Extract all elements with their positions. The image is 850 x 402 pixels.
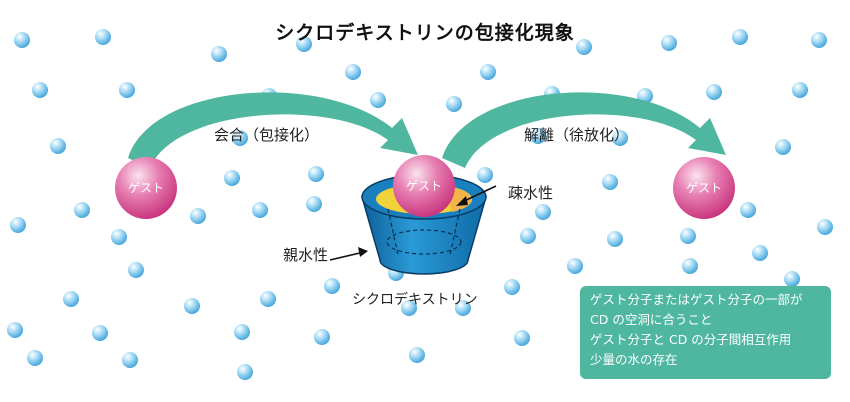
water-droplet [370,92,386,108]
water-droplet [14,32,30,48]
water-droplet [224,170,240,186]
info-line-4: 少量の水の存在 [590,352,678,367]
water-droplet [401,300,417,316]
water-droplet [234,324,250,340]
water-droplet [602,174,618,190]
water-droplet [74,202,90,218]
hydrophilic-label: 親水性 [283,246,329,264]
water-droplet [775,139,791,155]
guest-label-right: ゲスト [686,181,722,195]
water-droplet [184,298,200,314]
water-droplet [480,64,496,80]
water-droplet [567,258,583,274]
water-droplet [607,231,623,247]
water-droplet [740,202,756,218]
hydrophilic-pointer [329,251,365,261]
water-droplet [345,64,361,80]
water-droplet [63,291,79,307]
cyclodextrin-label: シクロデキストリン [352,292,478,308]
water-droplet [122,352,138,368]
water-droplet [520,228,536,244]
water-droplet [530,128,546,144]
water-droplet [706,84,722,100]
info-line-3: ゲスト分子と CD の分子間相互作用 [590,332,792,347]
guest-label-left: ゲスト [128,181,164,195]
guest-molecule-right: ゲスト [673,157,735,219]
water-droplet [111,229,127,245]
water-droplet [477,167,493,183]
water-droplet [732,29,748,45]
water-droplet [27,350,43,366]
association-arrow [128,92,418,168]
water-droplet [314,329,330,345]
dissociation-arrow [442,92,726,168]
water-droplet [296,36,312,52]
water-droplet [576,39,592,55]
water-droplet [32,82,48,98]
water-droplet [237,364,253,380]
water-droplet [232,130,248,146]
water-droplet [260,291,276,307]
guest-label-center: ゲスト [406,179,442,193]
info-line-1: ゲスト分子またはゲスト分子の一部が [590,292,803,307]
water-droplet [811,32,827,48]
water-droplet [10,217,26,233]
water-droplet [92,325,108,341]
hydrophobic-label: 疎水性 [508,184,554,202]
guest-molecule-center: ゲスト [393,155,455,217]
info-line-2: CD の空洞に合うこと [590,312,713,327]
water-droplet [612,130,628,146]
condition-info-box: ゲスト分子またはゲスト分子の一部が CD の空洞に合うこと ゲスト分子と CD … [580,286,831,379]
water-droplet [752,245,768,261]
water-droplet [661,35,677,51]
water-droplet [211,46,227,62]
water-droplet [128,262,144,278]
water-droplet [504,279,520,295]
water-droplet [784,271,800,287]
water-droplet [446,96,462,112]
water-droplet [682,258,698,274]
water-droplet [514,330,530,346]
water-droplet [409,347,425,363]
water-droplet [792,82,808,98]
water-droplet [119,82,135,98]
water-droplet [535,204,551,220]
water-droplet [680,228,696,244]
guest-molecule-left: ゲスト [115,157,177,219]
water-droplet [455,300,471,316]
association-label: 会合（包接化） [214,126,320,144]
water-droplet [252,202,268,218]
water-droplet [324,278,340,294]
water-droplet [308,166,324,182]
water-droplet [306,196,322,212]
dissociation-label: 解離（徐放化） [524,126,630,144]
diagram-title: シクロデキストリンの包接化現象 [275,22,575,44]
water-droplet [817,219,833,235]
water-droplet [50,138,66,154]
water-droplet [190,208,206,224]
water-droplet [95,29,111,45]
water-droplet [7,322,23,338]
